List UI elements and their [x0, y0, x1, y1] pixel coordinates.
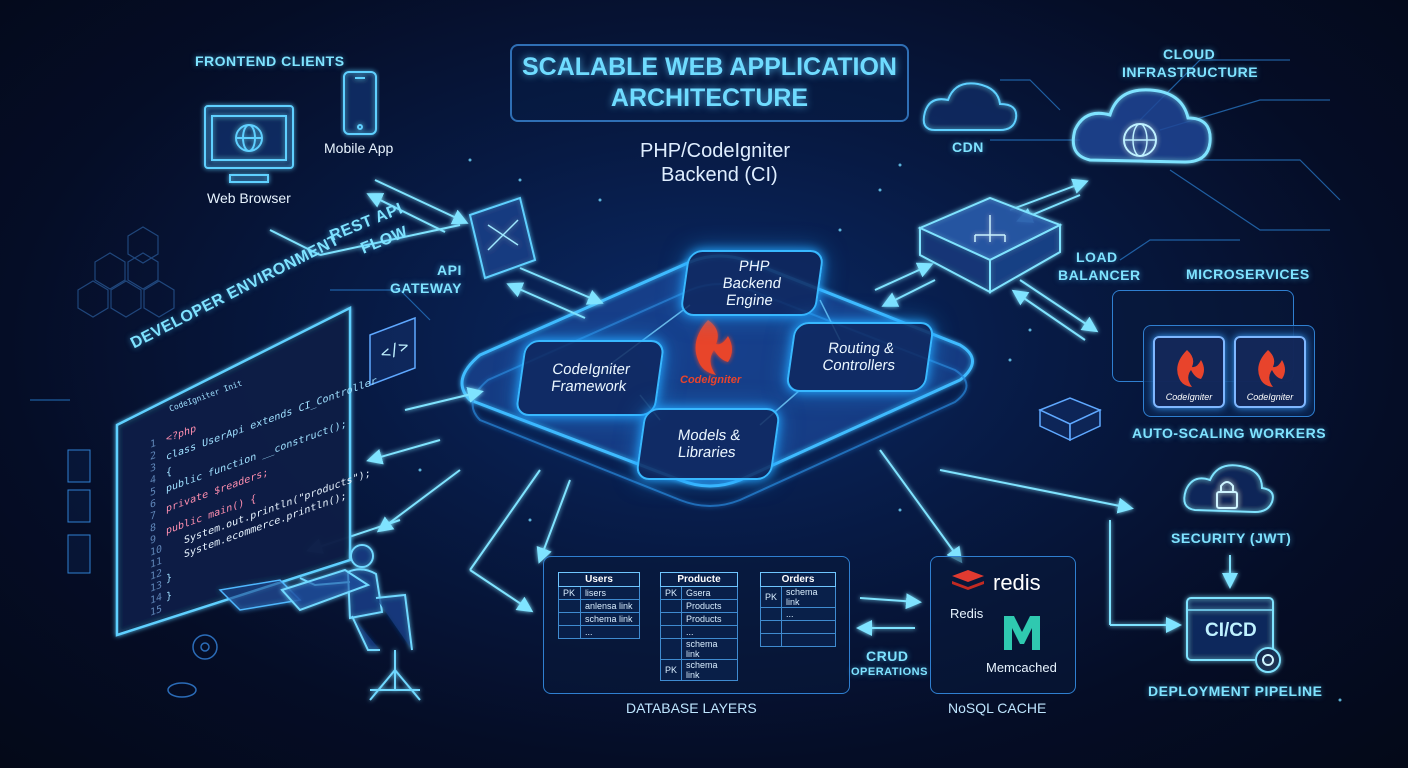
title-line-2: ARCHITECTURE [610, 84, 809, 112]
orders-pk: PK [759, 586, 783, 608]
server-chip-icon [1038, 397, 1102, 442]
routing-controllers-node: Routing & Controllers [785, 322, 935, 392]
producte-row-2: Products [681, 599, 738, 613]
code-line-10: } [166, 589, 173, 604]
php-engine-line-3: Engine [725, 291, 775, 309]
cloud-infrastructure-label-1: CLOUD [1163, 46, 1216, 62]
web-browser-label: Web Browser [207, 190, 291, 206]
codeigniter-flame-icon [1177, 350, 1204, 387]
api-gateway-label-1: API [437, 262, 462, 278]
frontend-clients-label: FRONTEND CLIENTS [195, 53, 345, 69]
models-line-1: Models & [676, 427, 742, 444]
producte-row-6: schema link [681, 659, 738, 681]
users-row-4: ... [579, 625, 641, 639]
microservices-label: MICROSERVICES [1186, 266, 1310, 282]
developer-monitor [115, 305, 352, 637]
routing-line-2: Controllers [821, 357, 897, 374]
microservice-tile-2: CodeIgniter [1234, 336, 1306, 408]
routing-line-1: Routing & [827, 340, 896, 357]
users-pk: PK [558, 586, 581, 600]
code-line-3: { [166, 465, 173, 480]
mobile-phone-icon [343, 71, 377, 135]
title-line-1: SCALABLE WEB APPLICATION [522, 53, 897, 81]
title-box: SCALABLE WEB APPLICATION ARCHITECTURE [510, 44, 909, 122]
producte-pk: PK [659, 586, 683, 600]
deployment-pipeline-label: DEPLOYMENT PIPELINE [1148, 683, 1323, 699]
code-tag-panel [369, 316, 416, 387]
subtitle-line-1: PHP/CodeIgniter [640, 140, 791, 162]
cloud-infrastructure-label-2: INFRASTRUCTURE [1122, 64, 1259, 80]
web-browser-icon [204, 105, 294, 183]
core-platform [460, 254, 974, 507]
cdn-cloud-icon [922, 82, 1018, 131]
redis-icon [950, 568, 986, 594]
nosql-cache-label: NoSQL CACHE [948, 700, 1047, 716]
microservice-tile-1: CodeIgniter [1153, 336, 1225, 408]
php-backend-engine-node: PHP Backend Engine [679, 250, 825, 316]
cicd-label: CI/CD [1205, 620, 1257, 641]
code-line-9: } [166, 571, 173, 586]
users-row-2: anlensa link [579, 599, 641, 613]
users-row-3: schema link [579, 612, 641, 626]
producte-row-5: schema link [681, 638, 738, 660]
core-logo-text: CodeIgniter [680, 374, 742, 386]
api-gateway-label-2: GATEWAY [390, 280, 462, 296]
cache-panel [930, 556, 1076, 694]
producte-row-1: Gsera [681, 586, 738, 600]
users-row-1: lisers [579, 586, 641, 600]
crud-label-1: CRUD [866, 648, 909, 664]
models-libraries-node: Models & Libraries [634, 408, 782, 480]
api-gateway-icon [468, 196, 537, 280]
security-label: SECURITY (JWT) [1171, 530, 1292, 546]
codeigniter-framework-node: CodeIgniter Framework [514, 340, 666, 416]
users-table-header: Users [558, 572, 640, 587]
load-balancer-label-1: LOAD [1076, 249, 1118, 265]
auto-scaling-label: AUTO-SCALING WORKERS [1132, 425, 1327, 441]
mobile-app-label: Mobile App [324, 140, 394, 156]
load-balancer-icon [917, 196, 1063, 294]
producte-pk-2: PK [659, 659, 683, 681]
codeigniter-flame-icon [1258, 350, 1285, 387]
load-balancer-label-2: BALANCER [1058, 267, 1141, 283]
orders-row-2: ... [781, 607, 836, 621]
crud-label-2: OPERATIONS [851, 666, 928, 678]
microservice-tile-2-label: CodeIgniter [1246, 392, 1294, 402]
developer-person [280, 544, 421, 701]
codeigniter-flame-icon [695, 320, 732, 375]
microservice-tile-1-label: CodeIgniter [1165, 392, 1213, 402]
php-engine-line-2: Backend [721, 274, 783, 292]
producte-table-header: Producte [660, 572, 738, 587]
subtitle-line-2: Backend (CI) [661, 164, 778, 186]
framework-line-1: CodeIgniter [551, 361, 632, 378]
php-engine-line-1: PHP [737, 257, 772, 275]
cdn-label: CDN [952, 139, 984, 155]
memcached-label: Memcached [986, 660, 1057, 675]
cicd-window-icon [1186, 597, 1281, 673]
orders-row-3 [781, 620, 836, 634]
orders-row-4 [781, 633, 836, 647]
producte-row-3: Products [681, 612, 738, 626]
redis-logo-text: redis [993, 570, 1041, 595]
redis-label: Redis [950, 606, 984, 621]
models-line-2: Libraries [676, 444, 737, 461]
orders-row-1: schema link [781, 586, 836, 608]
framework-line-2: Framework [550, 378, 628, 395]
producte-row-4: ... [681, 625, 738, 639]
memcached-icon [1000, 612, 1044, 652]
security-lock-icon [1183, 464, 1274, 514]
cloud-infrastructure-icon [1071, 88, 1212, 164]
database-layers-label: DATABASE LAYERS [626, 700, 757, 716]
orders-table-header: Orders [760, 572, 836, 587]
